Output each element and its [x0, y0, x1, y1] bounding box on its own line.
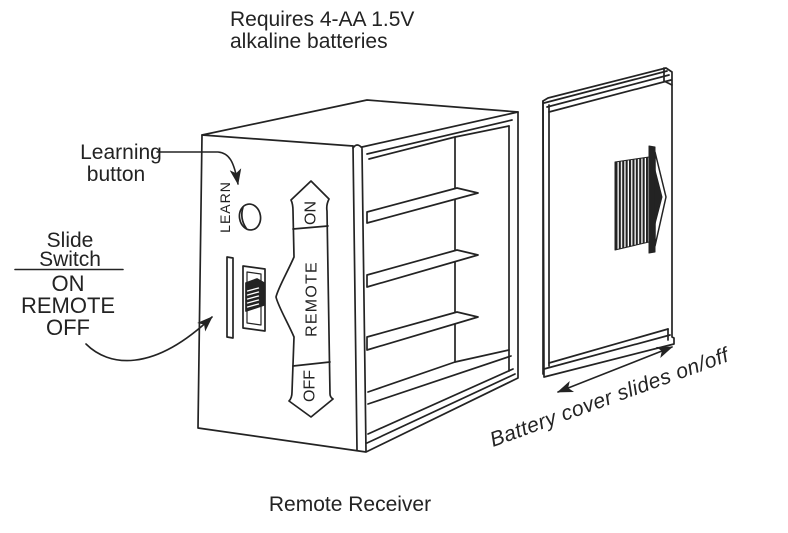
cover-top-rail-1: [543, 70, 668, 104]
learning-button-label-line2: button: [87, 163, 145, 186]
base-rail-2: [366, 373, 516, 444]
base-rail-1: [367, 368, 514, 435]
battery-cover-panel: [542, 67, 675, 378]
battery-shelf-3: [366, 311, 479, 351]
switch-position-arrow: [275, 180, 334, 418]
box-silhouette: [197, 99, 519, 453]
opening-rim-outer: [366, 119, 513, 155]
slide-switch-option-remote: REMOTE: [21, 293, 115, 318]
compartment-floor-edge: [367, 349, 510, 393]
battery-note-line1: Requires 4-AA 1.5V: [230, 8, 414, 31]
battery-shelf-1: [366, 187, 479, 224]
arrow-plate-divider-top: [292, 225, 329, 230]
device-remote-label: REMOTE: [304, 261, 321, 337]
compartment-floor-lip: [367, 355, 512, 405]
pillar-cap: [352, 144, 363, 149]
slide-switch-option-on: ON: [52, 271, 85, 296]
battery-shelf-2: [366, 249, 479, 288]
figure-caption: Remote Receiver: [269, 493, 431, 516]
cover-top-rail-2: [546, 74, 670, 108]
learn-button-face: [238, 203, 262, 231]
device-learn-label: LEARN: [217, 181, 233, 233]
slide-switch-label-line1: Slide: [47, 229, 94, 252]
arrow-plate-divider-bottom: [292, 361, 331, 367]
line-art: [14, 67, 675, 453]
cover-top-rail-end: [663, 67, 673, 86]
device-on-label: ON: [303, 201, 320, 225]
learn-button-rim: [240, 206, 248, 230]
switch-slot: [226, 256, 234, 339]
arrow-plate-outline: [275, 180, 334, 418]
arrow-spine: [648, 145, 656, 254]
pillar-right-line: [361, 148, 367, 452]
pillar-left-line: [352, 145, 358, 451]
slide-switch-option-off: OFF: [46, 315, 90, 340]
leader-arrow-learning-button: [156, 151, 242, 186]
switch-knob: [245, 278, 265, 312]
slide-switch: [226, 256, 266, 339]
learning-button-label-line1: Learning: [80, 141, 162, 164]
cover-top-rail-3: [548, 79, 672, 113]
device-off-label: OFF: [302, 370, 319, 402]
switch-knob-ridges: [246, 287, 260, 308]
arrow-hatched-body: [614, 156, 650, 251]
roof-right-edge: [361, 111, 519, 148]
arrow-head-inner: [654, 169, 663, 225]
cover-slide-arrow-icon: [614, 145, 667, 254]
roof-front-edge: [201, 134, 354, 147]
slide-switch-label-line2: Switch: [39, 248, 101, 271]
leader-arrow-slide-switch: [85, 316, 213, 362]
battery-compartment: [366, 125, 516, 444]
receiver-box: [197, 99, 519, 453]
cover-slide-direction-arrow: [557, 346, 673, 393]
battery-note-line2: alkaline batteries: [230, 30, 388, 53]
learn-button: [238, 203, 262, 231]
